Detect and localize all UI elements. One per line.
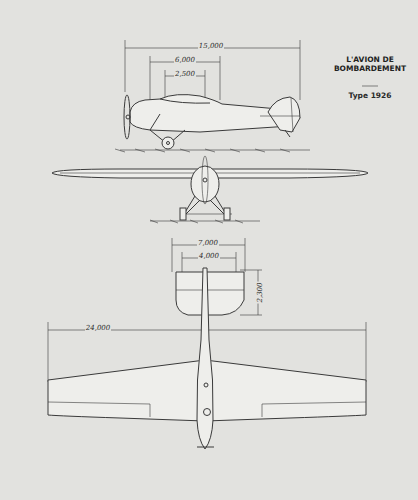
dimension-label: 15,000 — [198, 43, 225, 50]
drawing-stroke — [240, 315, 262, 316]
drawing-stroke — [130, 95, 300, 132]
drawing-stroke — [48, 322, 49, 382]
drawing-stroke — [210, 200, 224, 214]
drawing-stroke — [203, 178, 207, 182]
drawing-stroke — [150, 56, 151, 100]
drawing-stroke — [172, 238, 173, 272]
side-view — [115, 95, 310, 152]
front-view — [52, 156, 368, 223]
drawing-stroke — [124, 95, 130, 139]
drawing-stroke — [300, 40, 301, 100]
side-dimensions — [125, 40, 300, 100]
drawing-stroke — [240, 270, 262, 271]
drawing-stroke — [176, 272, 244, 315]
drawing-stroke — [115, 149, 290, 152]
dimension-label: 6,000 — [174, 57, 196, 64]
drawing-stroke — [366, 322, 367, 382]
dimension-label: 2,500 — [174, 71, 196, 78]
drawing-stroke — [186, 200, 200, 214]
drawing-stroke — [197, 447, 214, 448]
drawing-stroke — [180, 208, 186, 220]
drawing-stroke — [204, 409, 211, 416]
drawing-stroke — [268, 97, 300, 132]
drawing-stroke — [176, 290, 244, 291]
title-block: L'AVION DE BOMBARDEMENT — [332, 55, 408, 74]
drawing-stroke — [285, 130, 290, 137]
drawing-stroke — [204, 383, 208, 387]
drawing-stroke — [197, 268, 213, 449]
dimension-label: 2,300 — [256, 281, 263, 303]
drawing-stroke — [125, 40, 126, 92]
drawing-stroke — [162, 137, 174, 149]
drawing-stroke — [205, 70, 206, 98]
drawing-stroke — [291, 98, 293, 132]
dimension-label: 4,000 — [198, 253, 220, 260]
drawing-stroke — [150, 221, 260, 222]
drawing-title: L'AVION DE BOMBARDEMENT — [332, 55, 408, 74]
drawing-stroke — [165, 70, 166, 98]
drawing-stroke — [260, 116, 300, 117]
drawing-stroke — [126, 115, 130, 119]
drawing-stroke — [202, 156, 208, 204]
drawing-stroke — [150, 220, 243, 223]
drawing-stroke — [236, 252, 237, 272]
dimension-label: 24,000 — [85, 325, 112, 332]
drawing-stroke — [167, 142, 170, 145]
top-view — [48, 268, 366, 449]
drawing-stroke — [160, 99, 210, 103]
drawing-stroke — [224, 208, 230, 220]
drawing-stroke — [150, 114, 160, 130]
drawing-stroke — [182, 252, 183, 272]
drawing-stroke — [220, 56, 221, 100]
drawing-stroke — [362, 86, 378, 87]
dimension-label: 7,000 — [197, 240, 219, 247]
type-label: Type 1926 — [347, 92, 392, 100]
drawing-stroke — [245, 238, 246, 272]
